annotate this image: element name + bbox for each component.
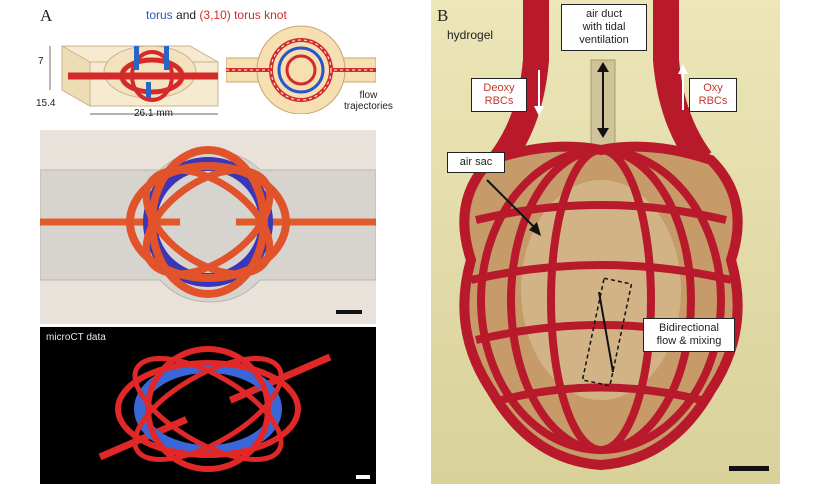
dim-height: 7 [38, 56, 44, 67]
oxy-line1: Oxy [703, 82, 723, 94]
air-duct-callout: air duct with tidal ventilation [561, 4, 647, 51]
panel-b-letter: B [437, 6, 449, 25]
title-and: and [176, 8, 197, 22]
bidirectional-callout: Bidirectional flow & mixing [643, 318, 735, 352]
panel-a-letter: A [40, 6, 53, 25]
deoxy-callout: Deoxy RBCs [471, 78, 527, 112]
hydrogel-label: hydrogel [447, 28, 494, 42]
printed-knot-photo [40, 130, 376, 324]
title-torus: torus [146, 8, 173, 22]
oxy-callout: Oxy RBCs [689, 78, 737, 112]
dim-width: 26.1 mm [134, 108, 173, 119]
schematic-3d [49, 45, 219, 115]
air-sac-callout: air sac [447, 152, 505, 173]
lung-mimic-photo [431, 0, 780, 484]
dim-depth: 15.4 [36, 98, 56, 109]
flow-label: flow trajectories [344, 90, 393, 112]
microct-label: microCT data [46, 332, 106, 343]
air-duct-line1: air duct [585, 8, 623, 20]
air-duct-line2: with tidal [582, 21, 626, 33]
title-knot: (3,10) torus knot [199, 8, 287, 22]
flow-label-line2: trajectories [344, 101, 393, 112]
microct-image [40, 327, 376, 484]
oxy-line2: RBCs [698, 95, 728, 107]
deoxy-line1: Deoxy [483, 82, 515, 94]
panel-a: A torus and (3,10) torus knot 7 15.4 26.… [36, 6, 393, 484]
flow-label-line1: flow [359, 90, 378, 101]
bidir-line2: flow & mixing [656, 335, 722, 347]
deoxy-line2: RBCs [484, 95, 514, 107]
air-duct-line3: ventilation [579, 34, 629, 46]
panel-a-title: torus and (3,10) torus knot [146, 8, 287, 22]
schematic-top-view [226, 25, 376, 114]
panel-b: B hydrogel air duct with tidal ventilati… [431, 0, 831, 484]
bidir-line1: Bidirectional [659, 322, 719, 334]
